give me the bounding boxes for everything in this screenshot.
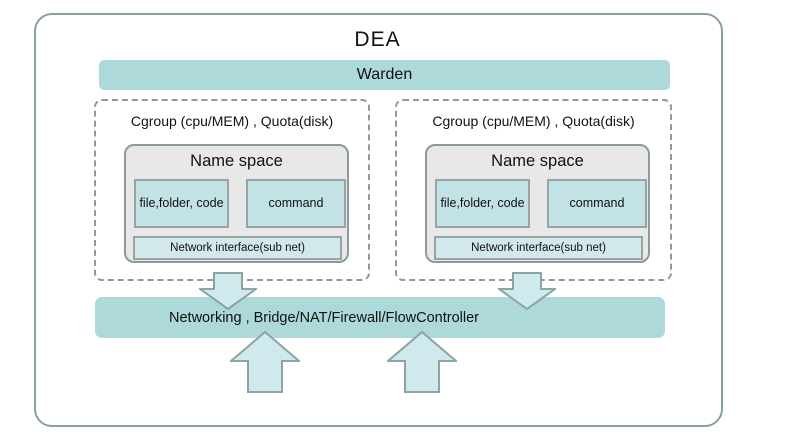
up-arrow-icon [387,331,457,393]
networking-banner: Networking , Bridge/NAT/Firewall/FlowCon… [95,297,665,338]
namespace-box: Name space file,folder, code command Net… [425,144,650,263]
network-interface-box: Network interface(sub net) [133,236,342,260]
warden-label: Warden [356,66,413,83]
down-arrow-icon [199,272,257,310]
namespace-title: Name space [190,152,283,170]
up-arrow-icon [230,331,300,393]
networking-label: Networking , Bridge/NAT/Firewall/FlowCon… [169,309,479,326]
command-box: command [246,179,346,228]
network-interface-box: Network interface(sub net) [434,236,643,260]
file-folder-code-box: file,folder, code [435,179,530,228]
namespace-box: Name space file,folder, code command Net… [124,144,349,263]
warden-banner: Warden [99,60,670,90]
cgroup-quota-label: Cgroup (cpu/MEM) , Quota(disk) [432,113,635,129]
dea-title: DEA [354,28,401,51]
container-left: Cgroup (cpu/MEM) , Quota(disk) Name spac… [94,99,370,281]
command-box: command [547,179,647,228]
cgroup-quota-label: Cgroup (cpu/MEM) , Quota(disk) [130,113,334,129]
namespace-title: Name space [491,152,584,170]
container-right: Cgroup (cpu/MEM) , Quota(disk) Name spac… [395,99,672,281]
down-arrow-icon [498,272,556,310]
file-folder-code-box: file,folder, code [134,179,229,228]
